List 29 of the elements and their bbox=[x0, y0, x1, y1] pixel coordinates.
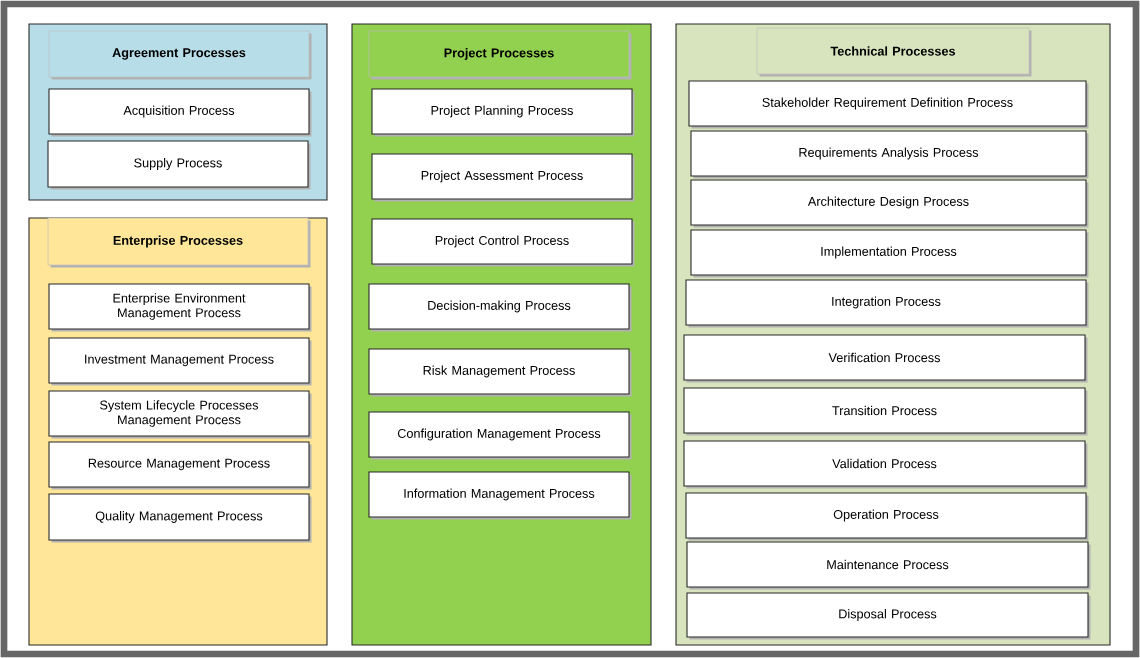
heading-box: Enterprise Processes bbox=[47, 217, 309, 266]
process-box: Disposal Process bbox=[686, 592, 1089, 638]
process-box: Maintenance Process bbox=[686, 541, 1089, 588]
process-box: Project Assessment Process bbox=[371, 153, 633, 200]
heading-box: Project Processes bbox=[368, 30, 630, 78]
process-box: Project Planning Process bbox=[371, 88, 633, 135]
process-box: Enterprise Environment Management Process bbox=[48, 283, 310, 330]
process-box: Stakeholder Requirement Definition Process bbox=[688, 80, 1087, 127]
process-box: Resource Management Process bbox=[48, 441, 310, 488]
process-box: Quality Management Process bbox=[48, 493, 310, 541]
process-box: Acquisition Process bbox=[48, 88, 310, 135]
heading-box: Agreement Processes bbox=[48, 30, 310, 78]
process-box: Validation Process bbox=[683, 440, 1086, 487]
process-box: Verification Process bbox=[683, 334, 1086, 381]
process-box: Architecture Design Process bbox=[690, 179, 1087, 226]
process-box: Information Management Process bbox=[368, 471, 630, 518]
process-box: Project Control Process bbox=[371, 218, 633, 265]
process-box: Transition Process bbox=[683, 387, 1086, 434]
process-box: Decision-making Process bbox=[368, 283, 630, 330]
heading-box: Technical Processes bbox=[756, 27, 1030, 75]
process-box: Operation Process bbox=[685, 492, 1087, 539]
process-box: Investment Management Process bbox=[48, 337, 310, 384]
process-box: Configuration Management Process bbox=[368, 411, 630, 458]
process-box: Risk Management Process bbox=[368, 348, 630, 395]
process-box: System Lifecycle Processes Management Process bbox=[48, 390, 310, 437]
process-box: Integration Process bbox=[685, 279, 1087, 326]
process-box: Supply Process bbox=[47, 140, 309, 188]
process-box: Implementation Process bbox=[690, 229, 1087, 276]
process-box: Requirements Analysis Process bbox=[690, 130, 1087, 177]
